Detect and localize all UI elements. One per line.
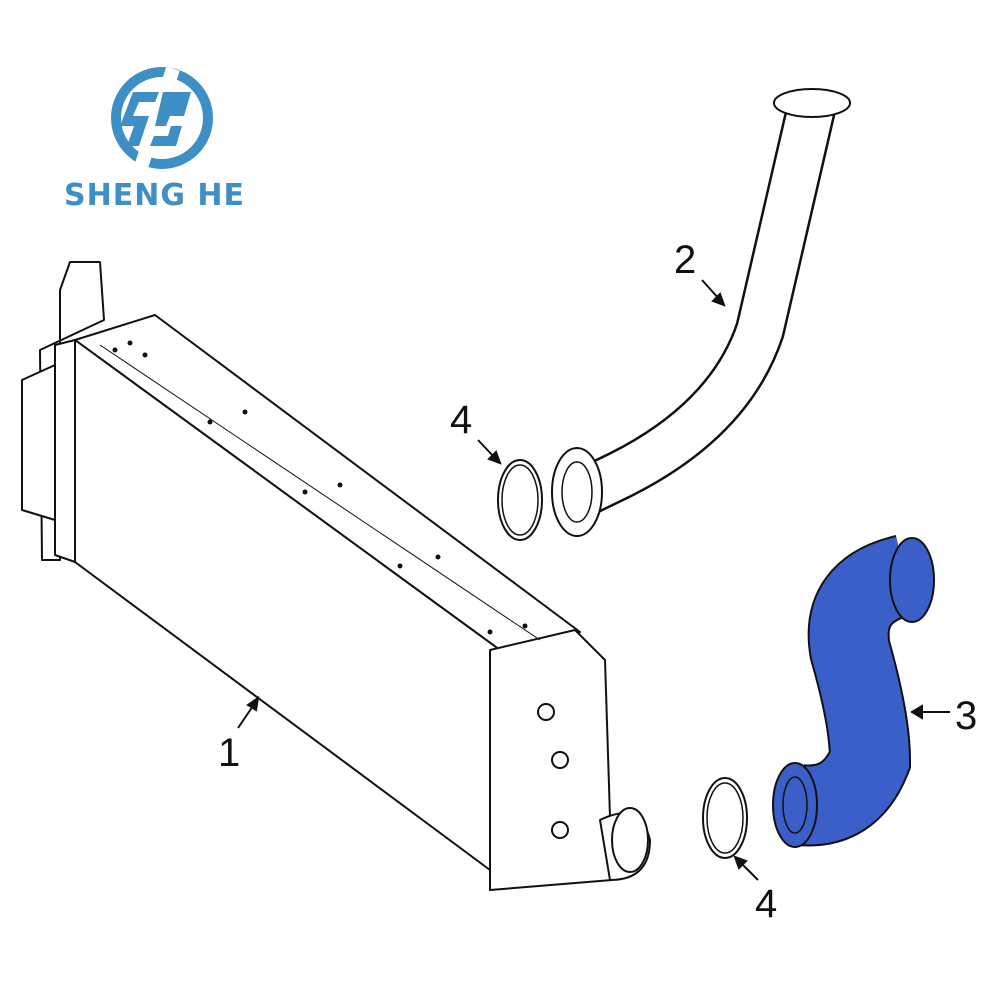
- upper-pipe[interactable]: [551, 88, 851, 537]
- o-ring-upper[interactable]: [497, 459, 543, 541]
- callout-1: 1: [218, 731, 241, 775]
- logo-text: SHENG HE: [64, 178, 245, 213]
- leader-arrow-4a: [477, 439, 502, 465]
- lower-hose[interactable]: [772, 535, 935, 848]
- callout-4-lower: 4: [755, 882, 778, 926]
- callout-2: 2: [674, 238, 697, 282]
- leader-arrow-4b: [733, 855, 759, 881]
- callout-4-upper: 4: [450, 398, 473, 442]
- intercooler[interactable]: [21, 261, 651, 891]
- leader-arrow-2: [701, 279, 726, 307]
- leader-arrow-3: [910, 704, 950, 720]
- callout-3: 3: [955, 694, 978, 738]
- o-ring-lower[interactable]: [702, 777, 748, 859]
- logo-mark: [111, 66, 213, 170]
- leader-arrow-1: [237, 695, 260, 729]
